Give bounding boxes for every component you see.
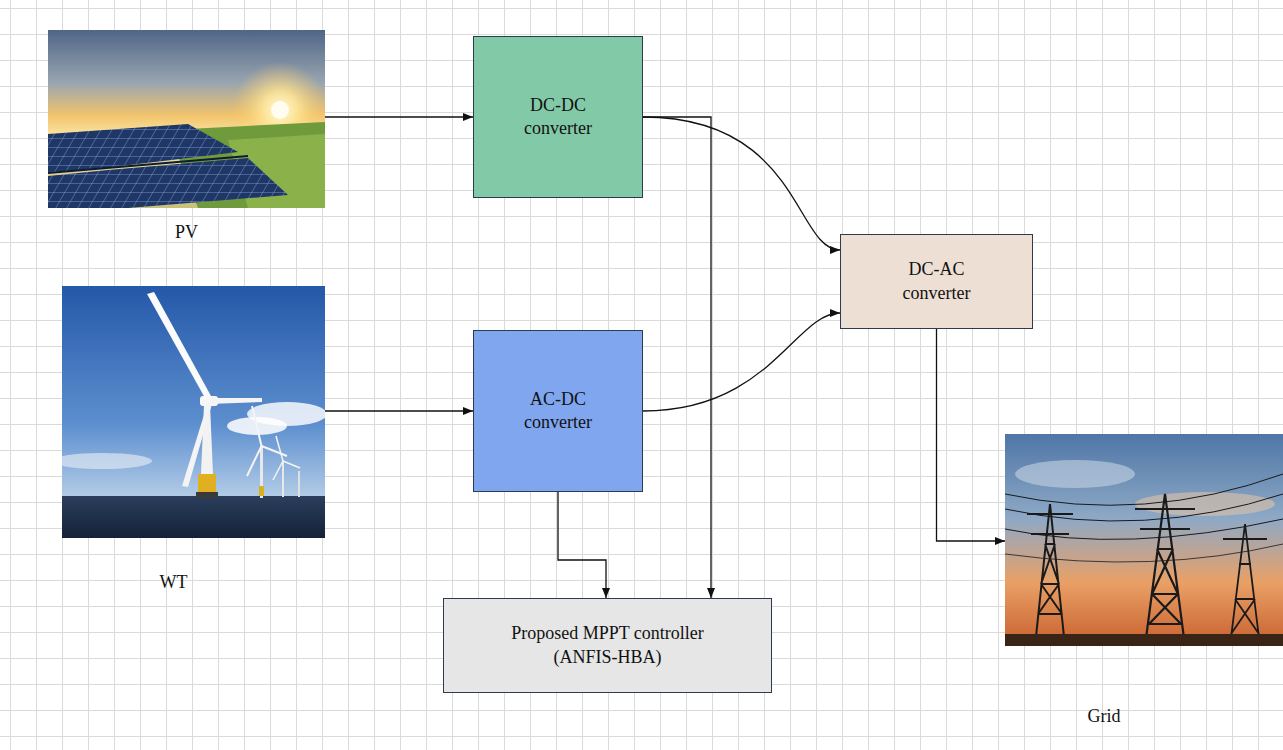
controller-box: Proposed MPPT controller (ANFIS-HBA) (443, 598, 772, 693)
connector-arrow (643, 117, 840, 250)
pv-image-node: PV (48, 30, 325, 208)
image-caption: WT (42, 572, 305, 593)
connector-arrow (325, 410, 473, 411)
wt-image-node: WT (62, 286, 325, 538)
image-caption: Grid (965, 706, 1243, 727)
converter-box: DC-DC converter (473, 36, 643, 198)
box-label: AC-DC converter (503, 388, 613, 435)
converter-box: DC-AC converter (840, 234, 1033, 329)
connector-arrow (643, 117, 711, 598)
solar-panel-photo (48, 30, 325, 208)
box-label: DC-AC converter (882, 258, 992, 305)
box-label: DC-DC converter (503, 94, 613, 141)
power-grid-photo (1005, 434, 1283, 646)
image-caption: PV (48, 222, 325, 243)
connector-arrow (937, 329, 1006, 541)
grid-image-node: Grid (1005, 434, 1283, 646)
box-label: Proposed MPPT controller (ANFIS-HBA) (478, 622, 738, 669)
connector-arrow (325, 116, 473, 117)
connector-arrow (643, 313, 840, 411)
wind-turbine-photo (62, 286, 325, 538)
converter-box: AC-DC converter (473, 330, 643, 492)
connector-arrow (558, 492, 606, 598)
